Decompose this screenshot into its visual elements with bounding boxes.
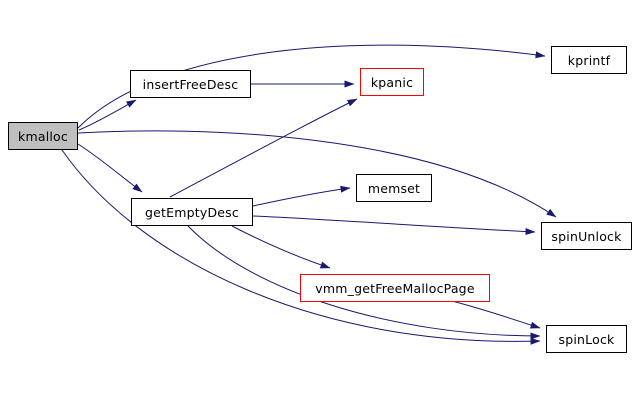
edge-kmalloc-to-spinLock [61,149,541,345]
node-label-kmalloc: kmalloc [18,128,68,144]
edge-getEmptyDesc-to-spinLock [187,225,541,340]
edge-vmm_getFreeMallocPage-to-spinLock [451,300,541,329]
edge-getEmptyDesc-to-spinUnlock [252,215,536,236]
node-vmm_getFreeMallocPage[interactable]: vmm_getFreeMallocPage [300,274,490,302]
node-label-spinLock: spinLock [558,331,615,347]
edge-kmalloc-to-kprintf [77,44,546,129]
edge-getEmptyDesc-to-memset [252,185,351,207]
node-spinUnlock[interactable]: spinUnlock [541,222,632,250]
node-label-kprintf: kprintf [567,52,611,68]
edge-kmalloc-to-insertFreeDesc [78,99,137,131]
edge-paths [61,44,557,345]
node-kpanic[interactable]: kpanic [360,68,424,96]
node-label-getEmptyDesc: getEmptyDesc [145,204,239,220]
edge-getEmptyDesc-to-kpanic [169,98,358,198]
node-label-kpanic: kpanic [370,74,414,90]
node-kmalloc[interactable]: kmalloc [8,122,78,150]
node-spinLock[interactable]: spinLock [546,325,627,353]
edge-kmalloc-to-spinUnlock [77,130,557,218]
node-label-insertFreeDesc: insertFreeDesc [142,76,239,92]
node-label-memset: memset [367,180,421,196]
node-insertFreeDesc[interactable]: insertFreeDesc [130,70,251,98]
node-getEmptyDesc[interactable]: getEmptyDesc [131,198,253,226]
node-kprintf[interactable]: kprintf [551,46,627,74]
node-memset[interactable]: memset [356,174,432,202]
edge-getEmptyDesc-to-vmm_getFreeMallocPage [231,225,331,269]
edge-kmalloc-to-getEmptyDesc [77,143,143,193]
node-label-spinUnlock: spinUnlock [551,228,622,244]
node-label-vmm_getFreeMallocPage: vmm_getFreeMallocPage [315,280,475,296]
